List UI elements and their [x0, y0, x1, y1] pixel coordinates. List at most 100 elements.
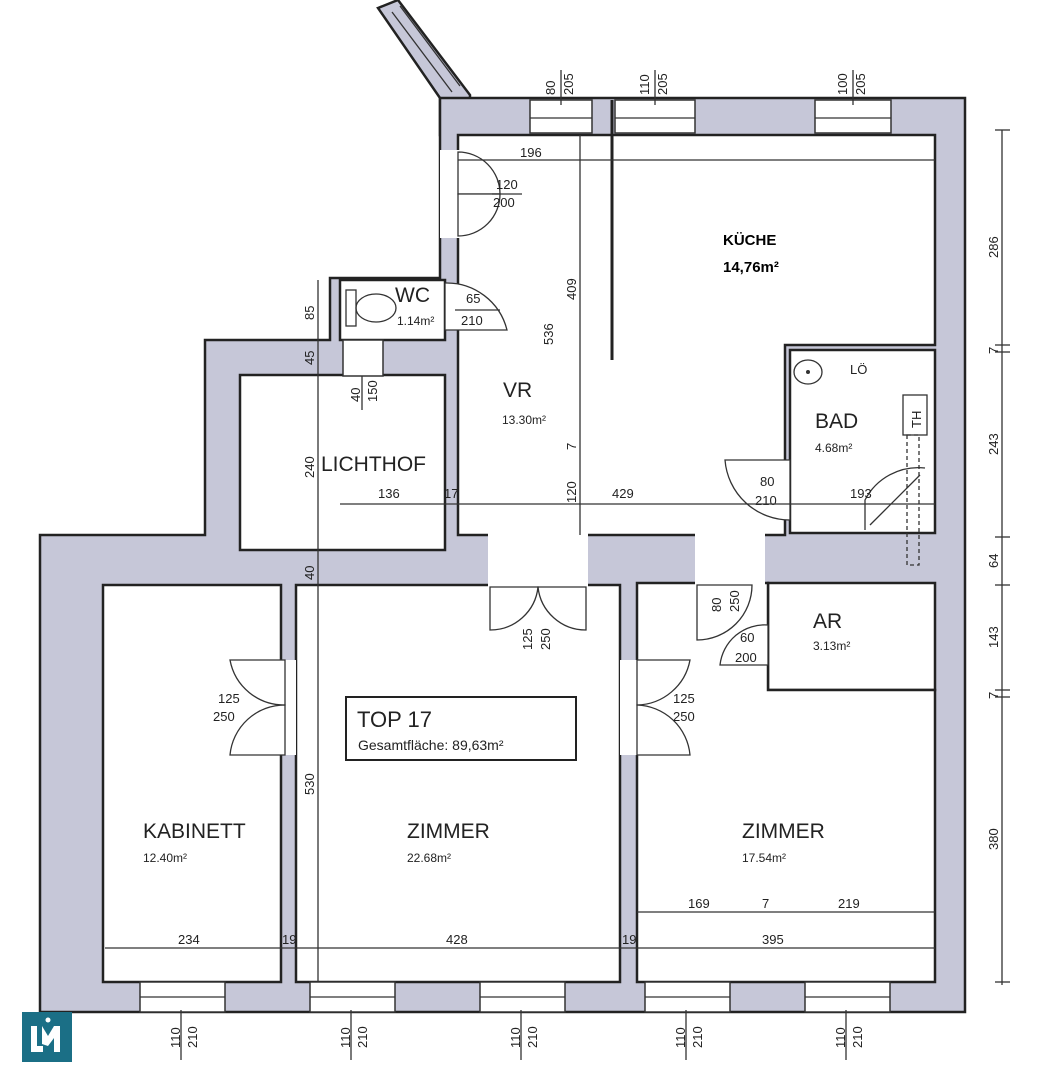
- room-zimmer-right: [635, 581, 937, 984]
- zimmer-mid-door-height: 250: [538, 628, 553, 650]
- dim-vr-120: 120: [564, 481, 579, 503]
- window-bottom-5-width: 110: [833, 1027, 848, 1048]
- window-bottom-2-height: 210: [355, 1026, 370, 1048]
- hall-right-door-height: 250: [727, 590, 742, 612]
- dim-lichthof-depth: 240: [302, 456, 317, 478]
- window-bottom-5-height: 210: [850, 1026, 865, 1048]
- zimmer-right-door[interactable]: [620, 659, 691, 756]
- hall-opening: [488, 533, 588, 587]
- dim-bad-width: 193: [850, 486, 872, 501]
- vr-area: 13.30m²: [502, 413, 546, 427]
- kabinett-door[interactable]: [229, 659, 296, 756]
- window-bottom-1-height: 210: [185, 1026, 200, 1048]
- room-wc: [338, 278, 447, 342]
- window-top-3-width: 100: [835, 73, 850, 95]
- room-ar: [766, 581, 937, 692]
- dim-vr-width: 196: [520, 145, 542, 160]
- company-logo: [22, 1012, 72, 1062]
- right-dimension-line: [995, 129, 1010, 985]
- window-bottom-3-width: 110: [508, 1027, 523, 1048]
- title-box: TOP 17 Gesamtfläche: 89,63m²: [345, 696, 577, 761]
- dim-right-243: 243: [986, 433, 1001, 455]
- vr-name: VR: [503, 379, 532, 402]
- dim-kabinett-width: 234: [178, 932, 200, 947]
- window-top-2-width: 110: [637, 74, 652, 95]
- dim-right-64: 64: [986, 554, 1001, 568]
- zimmer-right-door-width: 125: [673, 691, 695, 706]
- water-heater-icon: [902, 394, 928, 566]
- room-vr-kueche: [456, 133, 937, 537]
- dim-wall-17: 17: [444, 486, 458, 501]
- zimmer-right-name: ZIMMER: [742, 820, 825, 843]
- dim-right-286: 286: [986, 236, 1001, 258]
- ar-area: 3.13m²: [813, 639, 850, 653]
- sink-icon: [793, 359, 823, 385]
- window-top-1-width: 80: [543, 81, 558, 95]
- entry-door[interactable]: [457, 151, 501, 237]
- zimmer-mid-door[interactable]: [489, 586, 587, 631]
- room-zimmer-mid: [294, 583, 622, 984]
- bad-fixture-lo: LÖ: [850, 362, 867, 377]
- entry-door-width: 120: [496, 177, 518, 192]
- kabinett-door-height: 250: [213, 709, 235, 724]
- bad-area: 4.68m²: [815, 441, 852, 455]
- hall-opening-right: [695, 533, 765, 587]
- shower-icon: [864, 466, 926, 530]
- window-bottom-1-width: 110: [168, 1027, 183, 1048]
- wc-area: 1.14m²: [397, 314, 434, 328]
- windows-bottom: [139, 981, 891, 1060]
- window-bottom-4-height: 210: [690, 1026, 705, 1048]
- lichthof-window: [342, 339, 384, 377]
- dim-zimmer-right-169: 169: [688, 896, 710, 911]
- hall-right-door[interactable]: [696, 584, 753, 641]
- lichthof-window-height: 150: [365, 380, 380, 402]
- kabinett-area: 12.40m²: [143, 851, 187, 865]
- zimmer-mid-area: 22.68m²: [407, 851, 451, 865]
- dim-right-143: 143: [986, 626, 1001, 648]
- hall-right-door-width: 80: [709, 598, 724, 612]
- entry-door-height: 200: [493, 195, 515, 210]
- ar-door-height: 200: [735, 650, 757, 665]
- room-lichthof: [238, 373, 447, 552]
- wc-door[interactable]: [444, 282, 508, 331]
- kueche-area: 14,76m²: [723, 259, 779, 276]
- dim-wall-19b: 19: [622, 932, 636, 947]
- room-bad: [788, 348, 937, 535]
- dim-wall-45: 45: [302, 351, 317, 365]
- window-top-1-height: 205: [561, 73, 576, 95]
- dim-lichthof-width: 136: [378, 486, 400, 501]
- windows-top: [529, 70, 892, 134]
- dim-zimmer-depth: 530: [302, 773, 317, 795]
- ar-name: AR: [813, 610, 842, 633]
- ar-door[interactable]: [719, 624, 769, 666]
- toilet-icon: [345, 289, 397, 327]
- window-bottom-2-width: 110: [338, 1027, 353, 1048]
- dim-kueche-wall: 409: [564, 278, 579, 300]
- lichthof-name: LICHTHOF: [321, 453, 426, 476]
- room-kabinett: [101, 583, 283, 984]
- dim-right-7a: 7: [986, 347, 1001, 354]
- window-bottom-3-height: 210: [525, 1026, 540, 1048]
- dim-wc-depth: 85: [302, 306, 317, 320]
- wc-door-width: 65: [466, 291, 480, 306]
- bad-door-width: 80: [760, 474, 774, 489]
- wc-door-height: 210: [461, 313, 483, 328]
- zimmer-mid-door-width: 125: [520, 628, 535, 650]
- dim-vr-length: 536: [541, 323, 556, 345]
- bad-door[interactable]: [724, 459, 791, 521]
- lichthof-window-width: 40: [348, 388, 363, 402]
- dim-zimmer-right-7: 7: [762, 896, 769, 911]
- dim-wall-19a: 19: [282, 932, 296, 947]
- zimmer-right-door-height: 250: [673, 709, 695, 724]
- kabinett-name: KABINETT: [143, 820, 246, 843]
- wc-name: WC: [395, 284, 430, 307]
- window-top-3-height: 205: [853, 73, 868, 95]
- dim-wall-40: 40: [302, 566, 317, 580]
- kabinett-door-width: 125: [218, 691, 240, 706]
- zimmer-right-area: 17.54m²: [742, 851, 786, 865]
- bad-fixture-th: TH: [909, 411, 924, 428]
- dim-right-380: 380: [986, 828, 1001, 850]
- unit-title: TOP 17: [357, 707, 432, 732]
- dim-zimmer-mid-width: 428: [446, 932, 468, 947]
